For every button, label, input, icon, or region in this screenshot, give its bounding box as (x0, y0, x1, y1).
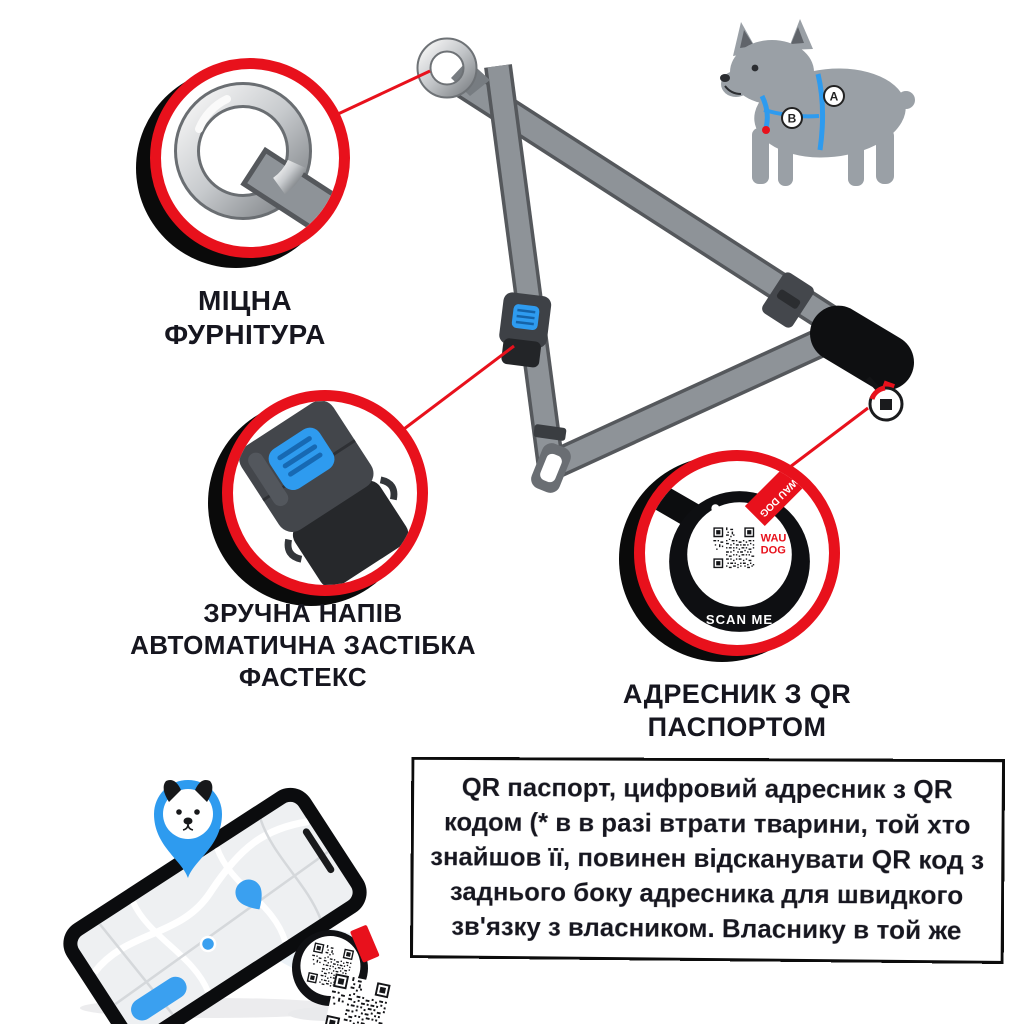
dog-silhouette (720, 19, 915, 186)
marker-b-letter: B (788, 112, 797, 126)
metal-ring (416, 37, 490, 99)
strap-loop-end (531, 443, 571, 493)
marker-a-letter: A (830, 90, 839, 104)
strap-keeper (533, 424, 567, 441)
marker-a: A (823, 85, 845, 107)
callout-buckle (222, 390, 428, 596)
smartphone (63, 787, 367, 1024)
buckle-zoom (239, 401, 409, 585)
callout-connector-lines (337, 69, 869, 472)
map-small-pin-icon (235, 879, 262, 910)
map-location-dot (199, 935, 217, 953)
mini-qr-tag (866, 376, 904, 422)
phone-scene (63, 780, 391, 1024)
buckle-label-line2: АВТОМАТИЧНА ЗАСТІБКА (130, 630, 476, 660)
marker-b: B (781, 107, 803, 129)
tag-brand-wau: WAU (761, 532, 787, 544)
strap-adjuster (762, 272, 814, 328)
neoprene-pad (809, 305, 915, 391)
hardware-label: МІЦНА ФУРНІТУРА (95, 284, 395, 352)
buckle-label-line3: ФАСТЕКС (238, 662, 368, 692)
callout-qr-tag: WAU DOG SCAN ME WAU DOG (634, 450, 840, 656)
qr-tag-label: АДРЕСНИК З QR ПАСПОРТОМ (587, 678, 887, 744)
callout-hardware (150, 58, 350, 258)
buckle-label-line1: ЗРУЧНА НАПІВ (203, 598, 403, 628)
tag-scan-me-label: SCAN ME (706, 612, 773, 627)
hardware-label-line2: ФУРНІТУРА (164, 319, 326, 350)
ring-zoom (174, 82, 339, 247)
dog-location-pin-icon (154, 780, 222, 878)
harness-buckle (499, 292, 552, 368)
qr-code (713, 527, 755, 569)
map-search-pill (131, 976, 187, 1021)
harness-straps (449, 64, 877, 480)
map-screen (91, 818, 329, 1016)
tag-ribbon-small (350, 925, 380, 963)
hardware-label-line1: МІЦНА (198, 285, 292, 316)
qr-tag-zoom: WAU DOG SCAN ME WAU DOG (645, 463, 810, 632)
qr-tag-label-line1: АДРЕСНИК З QR (622, 679, 852, 709)
dog-harness-diagram: A B (720, 19, 915, 186)
qr-passport-infobox: QR паспорт, цифровий адресник з QR кодом… (410, 756, 1006, 964)
tag-brand-dog: DOG (761, 545, 786, 557)
phone-speaker (302, 828, 335, 874)
qr-id-tag (292, 925, 391, 1024)
buckle-label: ЗРУЧНА НАПІВ АВТОМАТИЧНА ЗАСТІБКА ФАСТЕК… (108, 597, 498, 693)
qr-tag-label-line2: ПАСПОРТОМ (647, 712, 827, 742)
